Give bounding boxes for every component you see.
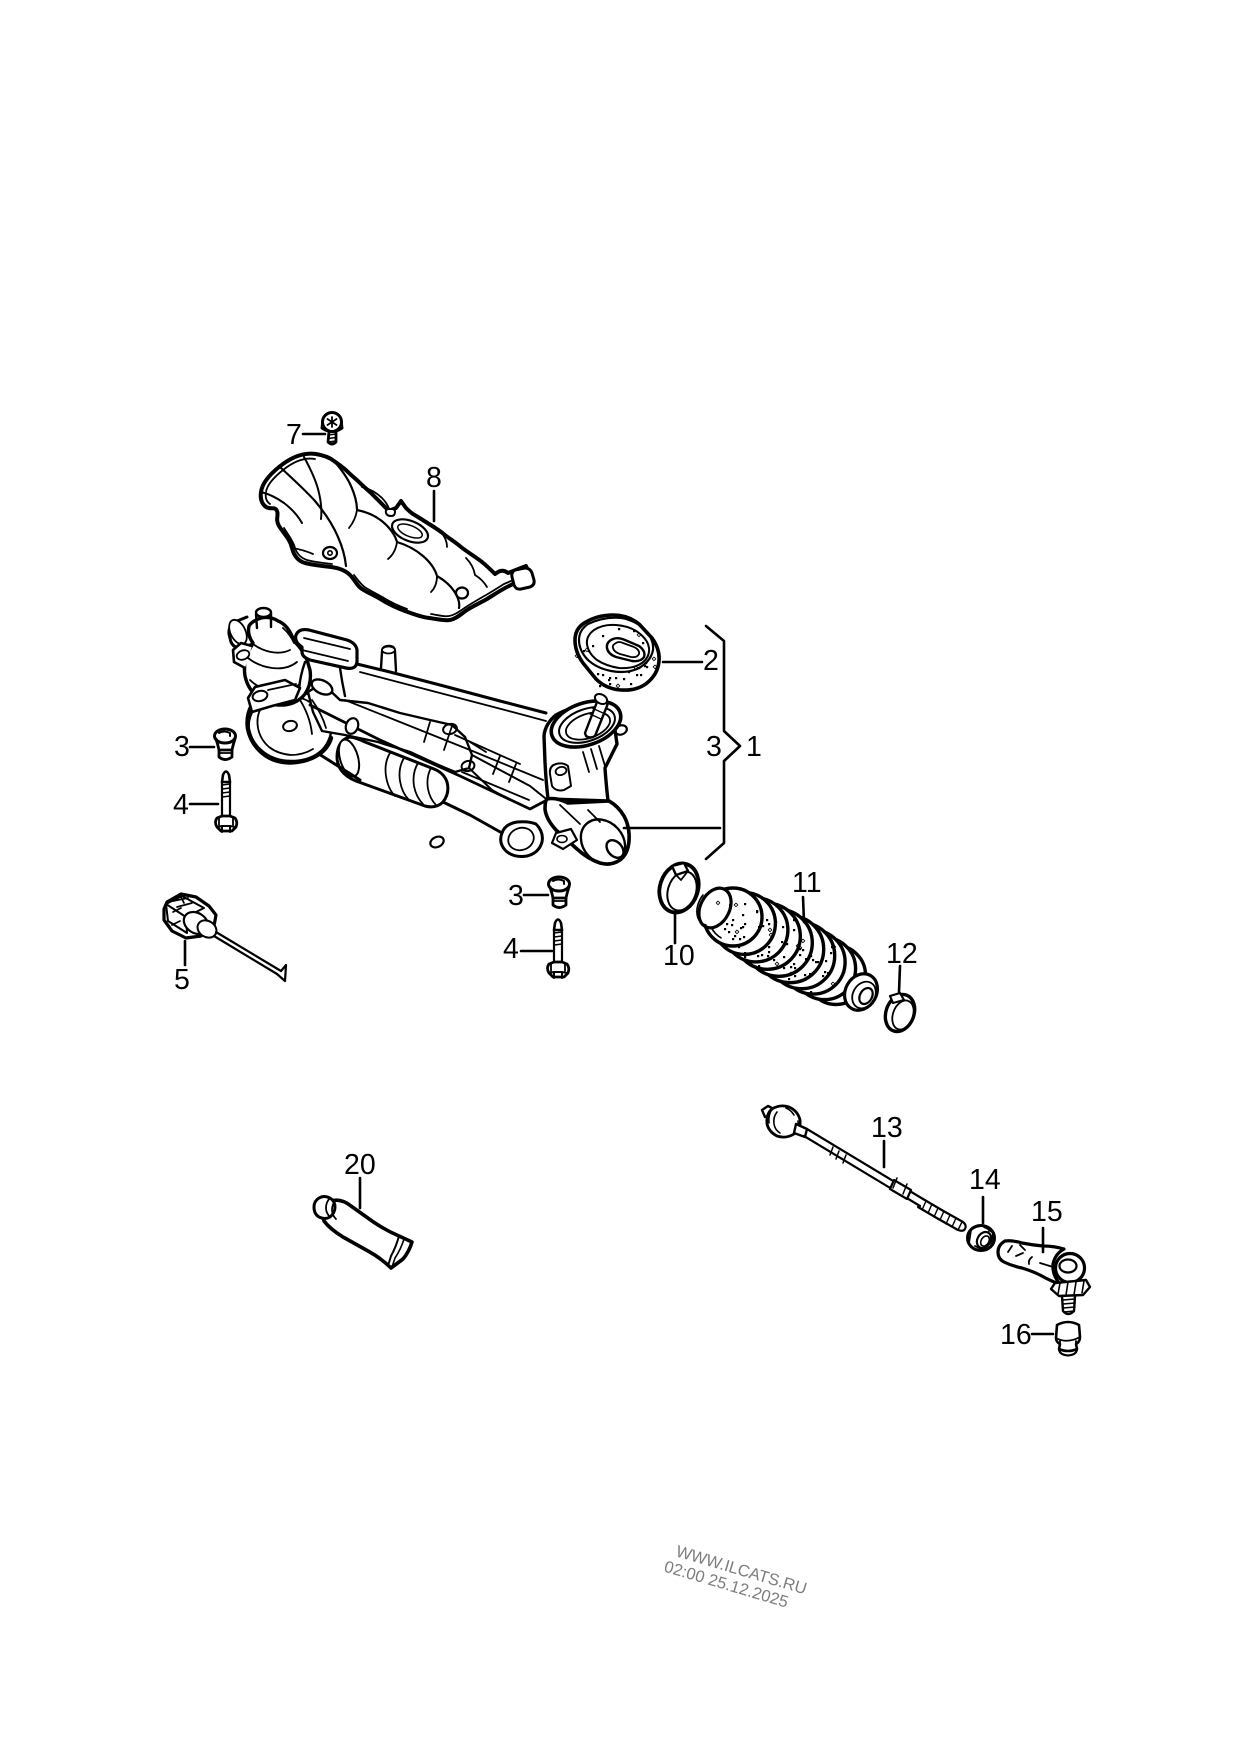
svg-text:5: 5 <box>174 964 190 996</box>
svg-text:3: 3 <box>706 731 722 763</box>
svg-text:8: 8 <box>426 462 442 494</box>
svg-text:7: 7 <box>286 419 302 451</box>
svg-text:4: 4 <box>173 789 189 821</box>
svg-text:1: 1 <box>746 731 762 763</box>
svg-text:16: 16 <box>1000 1319 1032 1351</box>
svg-text:20: 20 <box>344 1149 376 1181</box>
svg-text:15: 15 <box>1031 1196 1063 1228</box>
svg-text:12: 12 <box>886 938 918 970</box>
svg-text:13: 13 <box>871 1112 903 1144</box>
svg-text:3: 3 <box>508 880 524 912</box>
svg-text:14: 14 <box>969 1164 1001 1196</box>
svg-text:2: 2 <box>703 645 719 677</box>
svg-text:3: 3 <box>174 731 190 763</box>
svg-text:11: 11 <box>792 867 822 899</box>
svg-text:4: 4 <box>503 933 519 965</box>
svg-text:10: 10 <box>663 940 695 972</box>
